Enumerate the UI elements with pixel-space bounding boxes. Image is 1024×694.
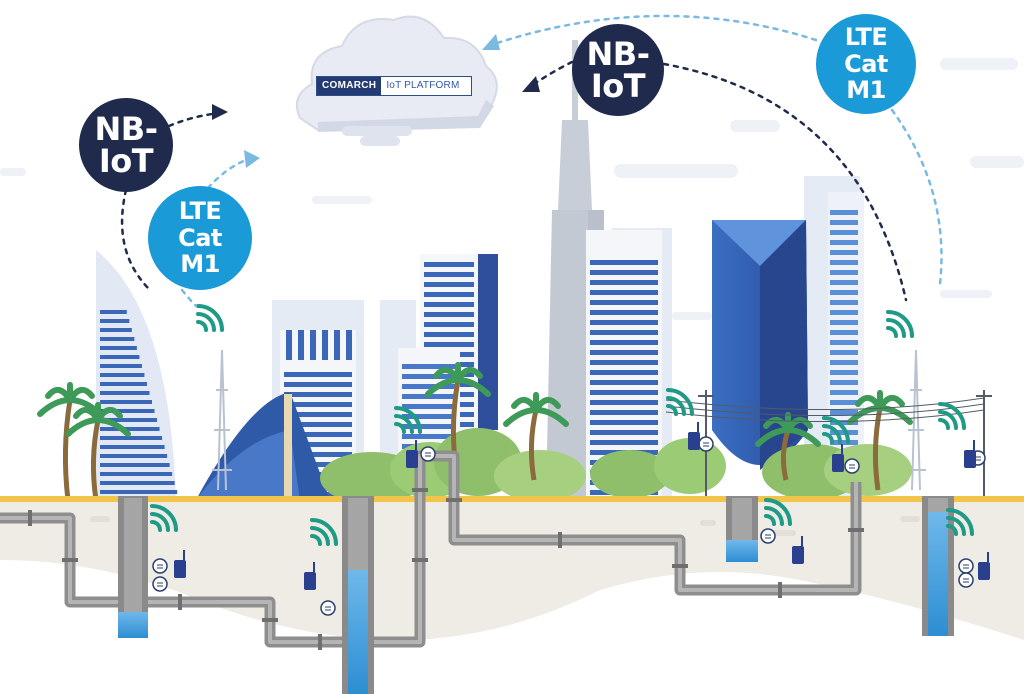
cloud-icon [296, 15, 498, 146]
wifi-signal-icon [938, 402, 966, 430]
nb-iot-badge-left: NB- IoT [79, 98, 173, 192]
water-meter-icon [698, 436, 714, 452]
water-meter-icon [152, 558, 168, 574]
pipeline-network [0, 450, 864, 650]
lte-link-right-down [890, 108, 943, 286]
wifi-signal-icon [394, 406, 422, 434]
wifi-signal-icons [150, 304, 974, 546]
wifi-signal-icon [310, 518, 338, 546]
water-meter-icon [152, 576, 168, 592]
palm-tree-icon [755, 411, 821, 481]
wifi-signal-icon [666, 388, 694, 416]
sky-clouds [0, 58, 1024, 320]
sensor-transmitter-icon [792, 536, 804, 564]
palm-tree-icon [503, 391, 569, 481]
sensor-transmitter-icon [964, 440, 976, 468]
wifi-signal-icon [764, 498, 792, 526]
nb-iot-link-left-down [120, 188, 150, 290]
palm-tree-icon [37, 381, 103, 501]
iot-platform-logo: COMARCH IoT PLATFORM [316, 76, 472, 96]
nb-iot-badge-right: NB- IoT [572, 24, 664, 116]
devices [152, 422, 990, 616]
water-meter-icon [844, 458, 860, 474]
lte-link-left [206, 158, 248, 190]
arrow-head-icon [212, 104, 228, 120]
wifi-signal-icon [150, 504, 178, 532]
water-meter-icon [760, 528, 776, 544]
wifi-signal-icon [886, 310, 914, 338]
arrow-head-icon [522, 76, 540, 92]
blue-dome [196, 392, 330, 502]
wifi-signal-icon [196, 304, 224, 332]
sensor-transmitter-icon [174, 550, 186, 578]
wifi-signal-icon [822, 416, 850, 444]
lte-cat-m1-badge-left: LTE Cat M1 [148, 186, 252, 290]
lte-link-left-down [180, 288, 198, 308]
arrow-head-icon [244, 150, 260, 168]
platform-brand: COMARCH [317, 77, 382, 95]
platform-name: IoT PLATFORM [381, 77, 471, 95]
lte-cat-m1-label: LTE Cat M1 [178, 197, 222, 279]
water-meter-icon [420, 446, 436, 462]
sensor-transmitter-icon [832, 444, 844, 472]
sensor-transmitter-icon [304, 562, 316, 590]
communication-links [120, 14, 943, 308]
arrow-head-icon [482, 34, 500, 50]
nb-iot-link-right-down [662, 62, 908, 302]
sensor-transmitter-icon [406, 440, 418, 468]
sensor-transmitter-icon [978, 552, 990, 580]
lte-link-right [492, 14, 818, 46]
nb-iot-label: NB- IoT [94, 110, 158, 180]
lte-cat-m1-badge-right: LTE Cat M1 [816, 14, 916, 114]
wifi-signal-icon [946, 508, 974, 536]
sensor-transmitter-icon [688, 422, 700, 450]
cell-tower-icon [212, 349, 926, 491]
water-meter-icon [958, 572, 974, 588]
water-meter-icon [958, 558, 974, 574]
nb-iot-label: NB- IoT [586, 35, 650, 105]
lte-cat-m1-label: LTE Cat M1 [844, 23, 888, 105]
blue-glass-tower [712, 220, 808, 470]
water-meter-icon [320, 600, 336, 616]
palm-trees [37, 361, 913, 501]
palm-tree-icon [65, 401, 131, 501]
arrowheads [212, 34, 540, 168]
nb-iot-link-right [532, 60, 574, 86]
sail-building [96, 250, 178, 500]
